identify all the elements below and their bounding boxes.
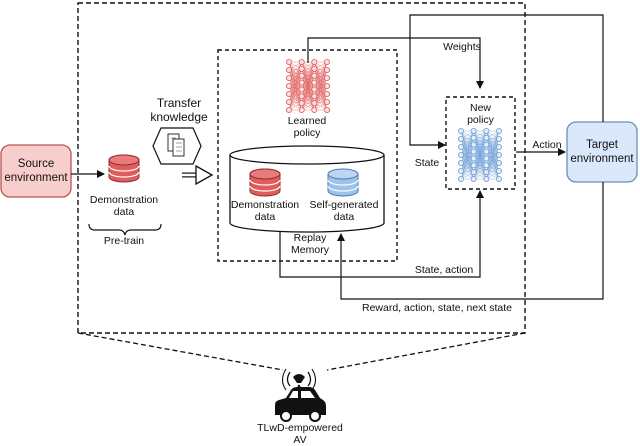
replay-self-line2: data [333,211,355,223]
edge-state-action [279,190,484,278]
replay-line2: Memory [291,244,329,256]
edge-reward-label: Reward, action, state, next state [362,302,512,314]
edge-reward [337,182,604,300]
replay-line1: Replay [293,232,327,244]
transfer-arrow-head [195,164,214,186]
av-label: TLwD-empowered AV [250,422,350,446]
source-environment-node [0,144,72,198]
demo-data-label: Demonstration data [84,194,164,218]
database-red-icon [249,168,281,197]
replay-demo-label: Demonstration data [225,199,305,223]
demo-data-line1: Demonstration [89,194,159,206]
learning-box [217,49,398,262]
demo-data-line2: data [113,206,135,218]
target-label-line1: Target [586,139,618,151]
av-line1: TLwD-empowered [257,422,343,434]
boundary-funnel-left [77,332,284,371]
replay-memory-label: Replay Memory [282,232,338,256]
target-label-line2: environment [570,153,634,165]
database-red-icon [108,154,140,183]
av-line2: AV [293,434,307,446]
transfer-line2: knowledge [150,110,208,124]
transfer-line1: Transfer [156,96,202,110]
source-label-line2: environment [4,172,68,184]
replay-demo-line2: data [254,211,276,223]
new-policy-line1: New [469,102,491,114]
edge-state-label: State [414,157,440,169]
target-environment-node [566,121,638,183]
boundary-funnel-right [326,332,526,371]
neural-network-red-icon [285,59,330,114]
pretrain-label: Pre-train [103,235,145,247]
edge-weights [307,37,484,89]
learned-policy-label: Learned policy [272,115,342,139]
transfer-knowledge-label: Transfer knowledge [143,96,215,124]
neural-network-blue-icon [457,127,502,182]
car-icon [275,387,326,422]
agent-boundary [77,2,526,334]
replay-self-label: Self-generated data [304,199,384,223]
source-label-line1: Source [17,158,55,170]
new-policy-label: New policy [446,102,515,126]
document-transfer-icon [152,127,202,165]
database-blue-icon [327,168,359,197]
edge-state [409,14,604,149]
edge-weights-label: Weights [443,41,481,53]
learned-line1: Learned [287,115,327,127]
target-environment-label: Target environment [567,122,637,182]
edge-action-label: Action [532,139,562,151]
source-environment-label: Source environment [1,145,71,197]
replay-demo-line1: Demonstration [230,199,300,211]
replay-self-line1: Self-generated [309,199,379,211]
pretrain-brace [88,223,162,236]
edge-state-action-label: State, action [414,264,474,276]
learned-line2: policy [293,127,321,139]
new-policy-box [445,96,516,190]
new-policy-line2: policy [467,114,494,126]
